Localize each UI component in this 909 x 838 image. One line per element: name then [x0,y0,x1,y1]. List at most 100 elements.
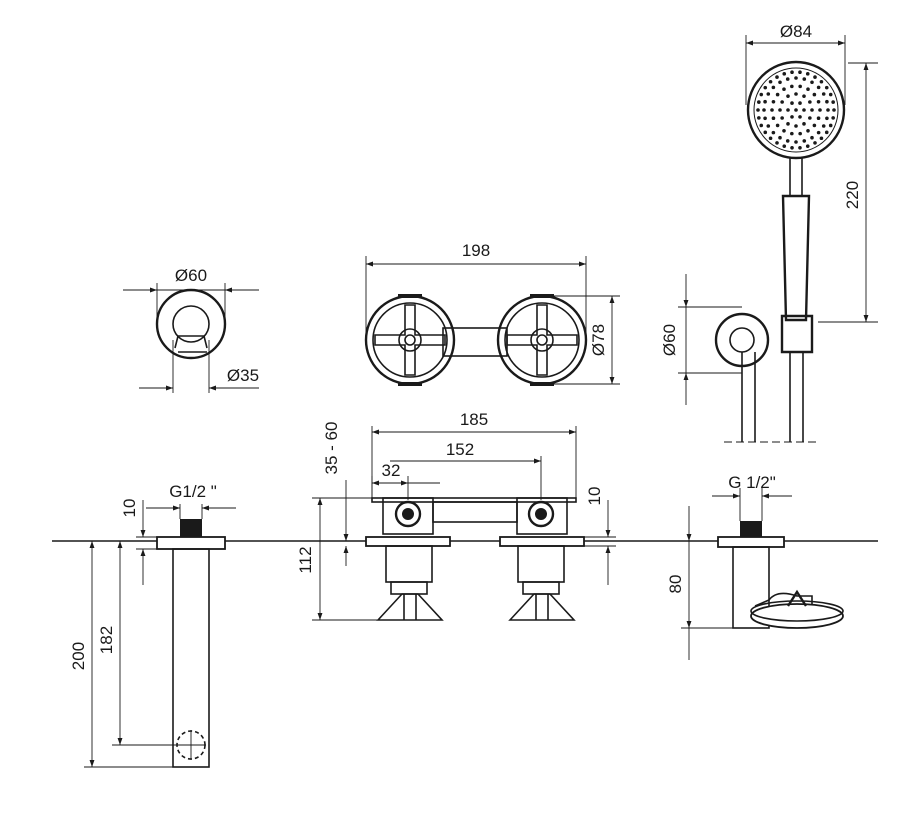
spout-side-view [156,519,226,768]
nozzle-dot [824,85,829,90]
nozzle-dot [816,85,821,90]
nozzle-dot [775,141,779,145]
nozzle-dot [766,92,771,96]
nozzle-dot [790,84,794,89]
nozzle-dot [794,76,798,80]
nozzle-dot [786,122,790,126]
dim-shower-thread: G 1/2" [728,473,776,492]
nozzle-dot [756,108,760,112]
nozzle-dot [770,108,774,112]
shower-nozzle-pattern [756,70,836,150]
nozzle-dot [821,92,826,96]
nozzle-dot [825,116,829,121]
nozzle-dot [802,108,806,112]
nozzle-dot [813,141,817,145]
nozzle-dot [798,70,802,75]
nozzle-dot [771,116,776,121]
nozzle-dot [824,130,829,135]
nozzle-dot [798,145,802,150]
nozzle-dot [798,115,802,119]
nozzle-dot [818,108,822,112]
nozzle-dot [825,99,829,104]
nozzle-dot [794,124,798,128]
dim-mixer-height: 112 [296,546,315,573]
dim-deck-thickness: 35 - 60 [322,422,341,475]
nozzle-dot [828,92,833,97]
nozzle-dot [782,87,786,92]
nozzle-dot [766,124,771,128]
nozzle-dot [794,108,798,112]
nozzle-dot [826,108,830,112]
nozzle-dot [802,139,807,143]
dim-spout-outlet-depth: 182 [97,626,116,654]
nozzle-dot [763,130,768,135]
nozzle-dot [771,99,776,104]
nozzle-dot [763,85,768,90]
nozzle-dot [798,84,802,89]
nozzle-dot [757,116,761,120]
dim-spout-depth-total: 200 [69,642,88,670]
nozzle-dot [810,135,814,140]
nozzle-dot [785,77,790,81]
nozzle-dot [771,130,776,135]
dim-handle-centers: 152 [446,440,474,459]
dim-hand-shower-diameter: Ø84 [780,22,812,41]
nozzle-dot [775,92,780,97]
nozzle-dot [778,135,782,140]
nozzle-dot [798,131,802,136]
nozzle-dot [806,87,810,92]
nozzle-dot [812,92,817,97]
nozzle-dot [805,72,810,76]
nozzle-dot [810,108,814,112]
nozzle-dot [802,94,806,98]
nozzle-dot [812,123,817,128]
dim-handle-diameter: Ø78 [589,324,608,356]
nozzle-dot [816,99,821,104]
mixer-side-view [365,497,585,621]
nozzle-dot [782,144,787,148]
nozzle-dot [775,123,780,128]
mixer-top-view [364,294,588,386]
nozzle-dot [782,72,787,76]
nozzle-dot [771,85,776,90]
dim-mixer-length: 185 [460,410,488,429]
nozzle-dot [790,131,794,136]
nozzle-dot [778,108,782,112]
nozzle-dot [763,99,767,104]
nozzle-dot [810,80,814,85]
dim-spout-above-deck: 10 [120,499,139,518]
nozzle-dot [831,100,835,104]
nozzle-dot [794,92,798,96]
nozzle-dot [819,79,824,84]
nozzle-dot [759,123,764,128]
nozzle-dot [808,100,812,104]
nozzle-dot [780,116,784,120]
nozzle-dot [768,136,773,141]
dim-spout-thread: G1/2 " [169,482,217,501]
nozzle-dot [816,116,821,121]
nozzle-dot [775,75,779,79]
nozzle-dot [790,70,794,75]
spout-top-view [155,288,227,360]
nozzle-dot [757,100,761,104]
nozzle-dot [828,123,833,128]
dim-holder-diameter: Ø60 [660,324,679,356]
dim-handle-offset: 32 [382,461,401,480]
nozzle-dot [832,108,836,112]
nozzle-dot [821,124,826,128]
nozzle-dot [794,140,798,144]
nozzle-dot [805,144,810,148]
nozzle-dot [790,145,794,150]
nozzle-dot [802,77,807,81]
nozzle-dot [786,108,790,112]
nozzle-dot [762,108,766,112]
nozzle-dot [798,101,802,105]
nozzle-dot [802,122,806,126]
nozzle-dot [808,116,812,120]
nozzle-dot [816,130,821,135]
dim-spout-outlet-diameter: Ø35 [227,366,259,385]
dim-mixer-above-deck: 10 [585,487,604,506]
hand-shower-view [714,60,846,443]
nozzle-dot [780,100,784,104]
